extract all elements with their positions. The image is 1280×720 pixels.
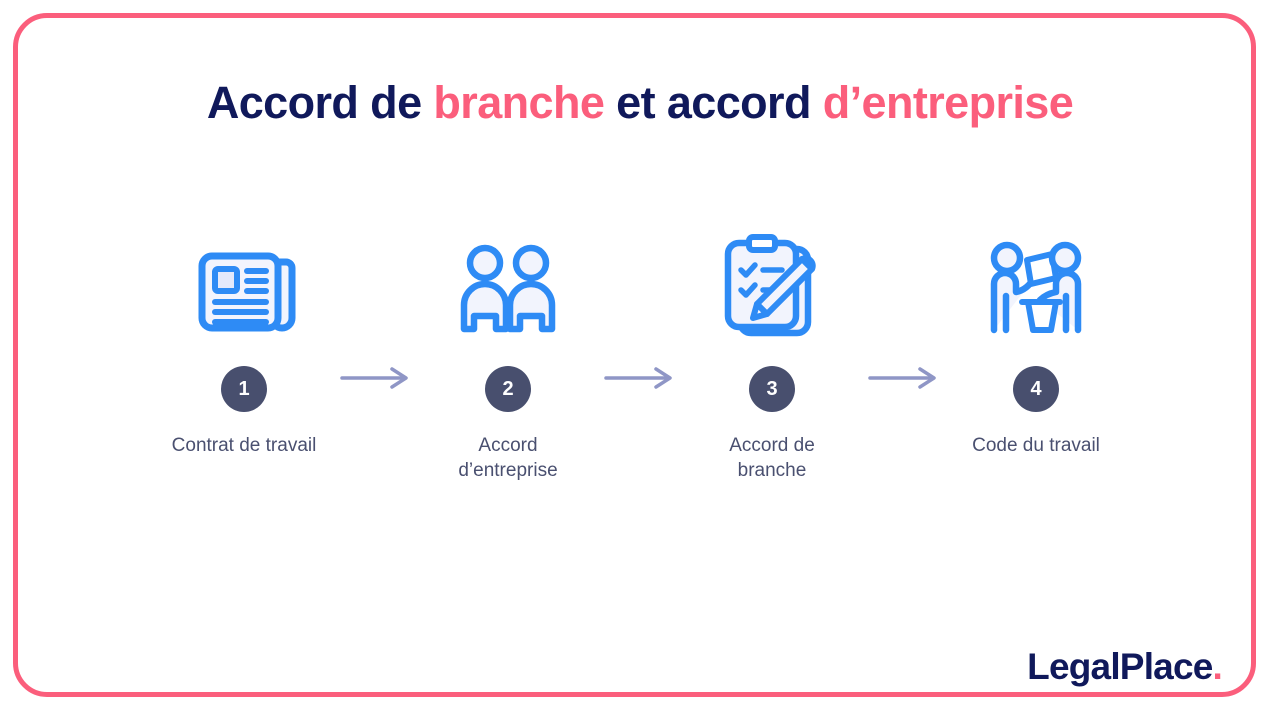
step-badge-2: 2 xyxy=(485,366,531,412)
step-label-3: Accord de branche xyxy=(729,435,815,481)
arrow-2-to-3 xyxy=(603,367,677,389)
page-title: Accord de branche et accord d’entreprise xyxy=(0,78,1280,128)
step-item-3: 3 Accord de branche xyxy=(678,232,866,483)
arrow-3-to-4 xyxy=(867,367,941,389)
step-item-1: 1 Contrat de travail xyxy=(150,232,338,459)
step-badge-4: 4 xyxy=(1013,366,1059,412)
clipboard-pencil-icon xyxy=(716,232,828,344)
pink-border-frame xyxy=(13,13,1256,697)
title-part-1: Accord de xyxy=(206,77,434,128)
legalplace-logo: LegalPlace. xyxy=(1027,646,1223,688)
handshake-document-icon xyxy=(980,232,1092,344)
step-label-4: Code du travail xyxy=(972,435,1100,456)
steps-row: 1 Contrat de travail 2 Ac xyxy=(150,232,1130,483)
step-item-4: 4 Code du travail xyxy=(942,232,1130,459)
step-label-2: Accord d’entreprise xyxy=(458,435,558,481)
step-badge-1: 1 xyxy=(221,366,267,412)
logo-dot: . xyxy=(1212,646,1223,687)
arrow-1-to-2 xyxy=(339,367,413,389)
newspaper-icon xyxy=(188,232,300,344)
two-people-icon xyxy=(452,232,564,344)
title-part-2-highlight: branche xyxy=(433,77,605,128)
title-part-4-highlight: d’entreprise xyxy=(822,77,1074,128)
step-label-1: Contrat de travail xyxy=(171,435,317,456)
logo-text: LegalPlace xyxy=(1027,646,1213,687)
step-badge-3: 3 xyxy=(749,366,795,412)
title-part-3: et accord xyxy=(604,77,823,128)
step-item-2: 2 Accord d’entreprise xyxy=(414,232,602,483)
